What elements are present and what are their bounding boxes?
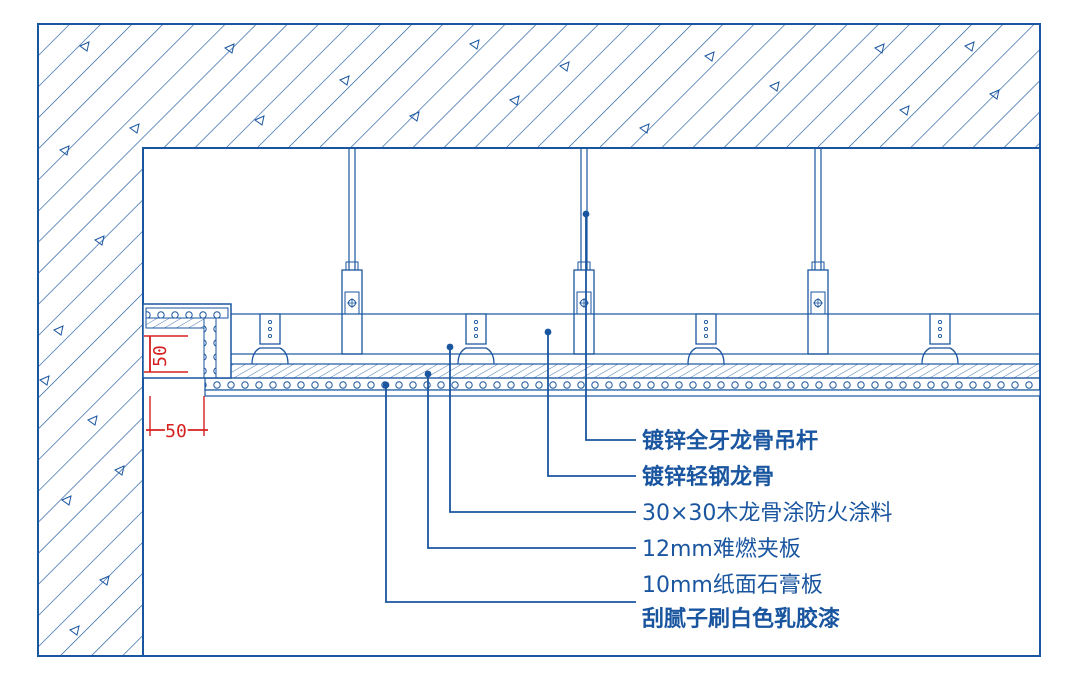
dimension-marks: 50 50 [144,335,208,444]
hanger-rods [341,148,829,355]
leader-lines [382,210,636,603]
label-hanger-rod: 镀锌全牙龙骨吊杆 [642,428,818,454]
dim-vertical-label: 50 [150,345,171,367]
channel-clips [251,313,959,365]
plywood-layer [204,377,1041,391]
label-plywood: 12mm难燃夹板 [642,537,801,562]
label-steel-channel: 镀锌轻钢龙骨 [642,464,774,490]
callout-labels: 镀锌全牙龙骨吊杆 镀锌轻钢龙骨 30×30木龙骨涂防火涂料 12mm难燃夹板 1… [642,428,892,632]
label-gypsum-board: 10mm纸面石膏板 [642,573,823,598]
wood-batten-layer [204,363,1041,379]
gypsum-board-layer [204,389,1041,397]
concrete-structure [37,23,1041,657]
wall-edge-detail [142,303,232,379]
concrete-aggregate-marks [38,39,1000,636]
dim-horizontal-label: 50 [165,421,187,442]
label-wood-batten: 30×30木龙骨涂防火涂料 [642,501,892,526]
label-paint-finish: 刮腻子刷白色乳胶漆 [642,606,840,632]
